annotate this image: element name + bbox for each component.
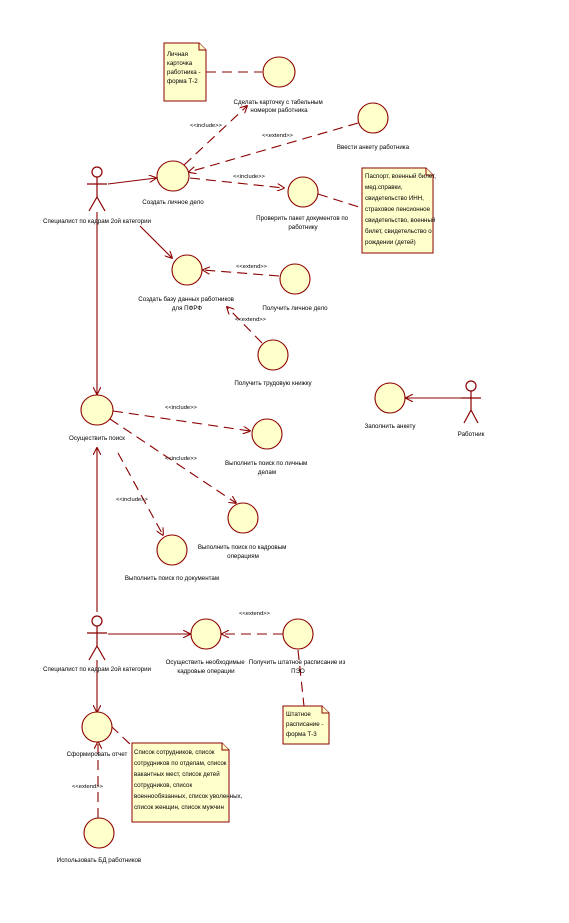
include-search-documents — [117, 452, 163, 535]
include-make-card — [183, 106, 247, 166]
svg-text:Список сотрудников, список: Список сотрудников, список сотрудников п… — [134, 749, 244, 811]
usecase-use-db — [83, 817, 115, 849]
note-t2: Личная карточка работника - форма Т-2 — [163, 42, 207, 102]
usecase-label-check-documents: Проверить пакет документов по работнику — [256, 215, 350, 231]
stereo-extend-work-book: <<extend>> — [235, 317, 267, 323]
usecase-label-create-personal-file: Создать личное дело — [142, 199, 204, 206]
usecase-label-search-personal-files: Выполнить поиск по личным делам — [225, 460, 309, 476]
note-anchor-documents — [317, 193, 363, 209]
usecase-fill-questionnaire-worker — [357, 102, 389, 134]
usecase-create-personal-file — [156, 160, 190, 192]
usecase-label-get-work-book: Получить трудовую книжку — [234, 380, 312, 387]
usecase-make-card — [262, 56, 296, 88]
usecase-get-work-book — [257, 339, 289, 371]
svg-text:Личная карточка ра: Личная карточка работника - форма Т-2 — [167, 51, 202, 85]
actor-label-worker: Работник — [458, 431, 485, 438]
usecase-label-make-card: Сделать карточку с табельным номером раб… — [234, 99, 325, 114]
actor-specialist-top — [87, 166, 107, 212]
actor-worker — [461, 380, 481, 424]
note-lists: Список сотрудников, список сотрудников п… — [131, 742, 244, 823]
usecase-get-staff-schedule — [282, 618, 314, 650]
extend-get-work-book — [227, 307, 263, 344]
actor-label-specialist-top: Специалист по кадрам 2ой категории — [43, 218, 152, 225]
include-search-hr-ops — [109, 418, 236, 503]
usecase-get-personal-file — [279, 263, 311, 295]
stereo-include-check-docs: <<include>> — [233, 174, 266, 180]
actor-specialist-bottom — [87, 615, 107, 661]
association-specialist-create-file — [107, 178, 156, 185]
usecase-fill-form — [374, 382, 406, 414]
stereo-include-search-docs: <<include>> — [116, 497, 149, 503]
usecase-label-get-personal-file: Получить личное дело — [262, 305, 328, 312]
usecase-label-search: Осуществить поиск — [69, 435, 125, 442]
stereo-extend-use-db: <<extend>> — [72, 784, 104, 790]
stereo-include-search-hr: <<include>> — [165, 456, 198, 462]
note-anchor-lists — [110, 725, 133, 747]
stereo-include-search-files: <<include>> — [165, 405, 198, 411]
usecase-label-create-db: Создать базу данных работников для ПФРФ — [138, 296, 235, 312]
usecase-label-make-report: Сформировать отчет — [67, 751, 128, 758]
usecase-perform-hr-operations — [190, 618, 222, 650]
association-specialist-create-db — [139, 225, 172, 258]
usecase-label-search-hr-operations: Выполнить поиск по кадровым операциям — [198, 544, 288, 560]
extend-get-personal-file — [203, 270, 280, 277]
stereo-extend-questionnaire: <<extend>> — [262, 133, 294, 139]
usecase-create-db — [171, 254, 203, 286]
note-anchor-t3 — [297, 649, 305, 707]
note-documents: Паспорт, военный билет, мед.справки, сви… — [361, 167, 438, 254]
svg-text:Паспорт, военный билет,: Паспорт, военный билет, мед.справки, сви… — [365, 173, 438, 246]
stereo-include-make-card: <<include>> — [190, 123, 223, 129]
usecase-label-get-staff-schedule: Получить штатное расписание из ПЭО — [249, 659, 347, 675]
usecase-label-fill-questionnaire-worker: Ввести анкету работника — [337, 144, 410, 151]
include-search-personal-files — [112, 410, 250, 431]
usecase-label-fill-form: Заполнить анкету — [365, 423, 417, 430]
usecase-label-search-documents: Выполнить поиск по документам — [125, 575, 219, 582]
stereo-extend-staff-schedule: <<extend>> — [239, 611, 271, 617]
usecase-make-report — [81, 711, 113, 743]
usecase-search — [80, 394, 114, 426]
actor-label-specialist-bottom: Специалист по кадрам 2ой категории — [43, 666, 152, 673]
svg-text:Штатное расписание -: Штатное расписание - форма Т-3 — [286, 711, 325, 738]
note-t3: Штатное расписание - форма Т-3 — [282, 705, 330, 745]
usecase-check-documents — [287, 176, 319, 208]
usecase-search-hr-operations — [227, 502, 259, 534]
usecase-search-documents — [156, 534, 188, 566]
usecase-label-use-db: Использовать БД работников — [57, 857, 142, 864]
usecase-search-personal-files — [251, 418, 283, 450]
usecase-label-perform-hr-operations: Осуществить необходимые кадровые операци… — [166, 659, 247, 675]
stereo-extend-personal-file: <<extend>> — [236, 264, 268, 270]
extend-fill-questionnaire — [189, 122, 359, 172]
